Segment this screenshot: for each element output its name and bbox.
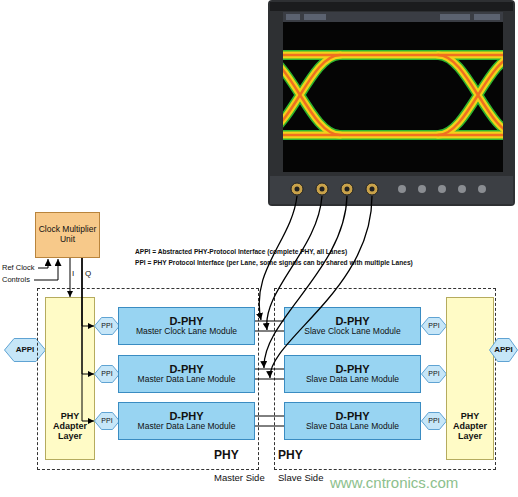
lane-wire	[255, 331, 284, 332]
lane-wire	[255, 321, 284, 322]
phy-master-group: PHY Adapter LayerPPIPPIPPID-PHYMaster Cl…	[37, 288, 259, 470]
node-label: PHY Adapter Layer	[46, 411, 94, 441]
node-label: Master Data Lane Module	[138, 422, 236, 432]
definition-note: APPI = Abstracted PHY-Protocol Interface…	[135, 248, 347, 255]
node-label: Slave Data Lane Module	[306, 422, 399, 432]
arrow-shape	[490, 339, 518, 362]
node-label: PPI	[428, 417, 439, 425]
clock-line	[82, 258, 94, 421]
clock-line	[82, 258, 94, 374]
dphy-module: D-PHYSlave Data Lane Module	[284, 402, 421, 440]
dphy-module: D-PHYMaster Clock Lane Module	[118, 307, 255, 345]
appi-arrow: APPI	[4, 338, 46, 362]
phy-adapter-box: PHY Adapter Layer	[446, 297, 494, 460]
signal-name: Controls	[2, 276, 30, 284]
node-label: APPI	[16, 346, 35, 355]
signal-name: Q	[85, 270, 91, 279]
phy-slave-group: D-PHYSlave Clock Lane ModuleD-PHYSlave D…	[274, 288, 496, 470]
ppi-arrow: PPI	[94, 365, 120, 383]
node-label: PHY	[278, 449, 303, 462]
arrow-shape	[95, 318, 120, 335]
dphy-module: D-PHYSlave Data Lane Module	[284, 355, 421, 393]
node-label: D-PHY	[169, 410, 203, 422]
watermark: www.cntronics.com	[330, 475, 458, 492]
ppi-arrow: PPI	[421, 412, 447, 430]
lane-wire	[255, 379, 284, 380]
arrow-shape	[422, 366, 447, 383]
node-label: D-PHY	[169, 363, 203, 375]
appi-arrow: APPI	[489, 338, 518, 362]
ppi-arrow: PPI	[421, 365, 447, 383]
dphy-module: D-PHYMaster Data Lane Module	[118, 402, 255, 440]
dphy-module: D-PHYSlave Clock Lane Module	[284, 307, 421, 345]
arrow-shape	[422, 413, 447, 430]
ppi-arrow: PPI	[94, 412, 120, 430]
dphy-module: D-PHYMaster Data Lane Module	[118, 355, 255, 393]
node-label: D-PHY	[335, 363, 369, 375]
node-label: Slave Side	[278, 473, 323, 484]
phy-adapter-box: PHY Adapter Layer	[45, 297, 95, 460]
node-label: Slave Data Lane Module	[306, 375, 399, 385]
arrow-shape	[5, 339, 46, 362]
lane-wire	[255, 416, 284, 417]
node-label: PHY Adapter Layer	[447, 411, 493, 441]
arrow-shape	[422, 318, 447, 335]
node-label: Master Side	[214, 473, 265, 484]
node-label: Slave Clock Lane Module	[304, 327, 400, 337]
node-label: PHY	[214, 449, 239, 462]
clock-line	[70, 258, 71, 297]
toolbar-icon	[286, 14, 300, 20]
scope-inputs	[291, 183, 486, 195]
node-label: Master Clock Lane Module	[136, 327, 237, 337]
toolbar-icon	[304, 14, 326, 20]
node-label: APPI	[494, 346, 513, 355]
scope-toolbar	[283, 12, 503, 22]
node-label: PPI	[428, 370, 439, 378]
arrow-shape	[95, 413, 120, 430]
clock-multiplier-box: Clock Multiplier Unit	[35, 212, 100, 258]
node-label: PPI	[101, 417, 112, 425]
scope-front-panel	[270, 176, 513, 204]
node-label: PPI	[101, 322, 112, 330]
signal-name: Ref Clock	[2, 264, 35, 272]
signal-name: I	[72, 270, 74, 279]
node-label: Master Data Lane Module	[138, 375, 236, 385]
input-arrow	[34, 259, 58, 280]
ppi-arrow: PPI	[421, 317, 447, 335]
arrow-shape	[95, 366, 120, 383]
toolbar-icon	[440, 14, 470, 20]
scope-bezel	[270, 2, 513, 11]
node-label: PPI	[101, 370, 112, 378]
definition-note: PPI = PHY Protocol Interface (per Lane, …	[135, 259, 413, 266]
node-label: PPI	[428, 322, 439, 330]
toolbar-icon	[474, 14, 500, 20]
node-label: D-PHY	[335, 410, 369, 422]
lane-wire	[255, 369, 284, 370]
scope-body	[268, 0, 515, 206]
probe-cable	[259, 196, 372, 378]
eye-diagram	[283, 55, 503, 135]
lane-wire	[255, 426, 284, 427]
oscilloscope	[260, 0, 518, 206]
scope-screen	[283, 12, 503, 172]
ppi-arrow: PPI	[94, 317, 120, 335]
node-label: Clock Multiplier Unit	[36, 225, 99, 244]
clock-line	[82, 258, 94, 326]
node-label: D-PHY	[335, 315, 369, 327]
node-label: D-PHY	[169, 315, 203, 327]
